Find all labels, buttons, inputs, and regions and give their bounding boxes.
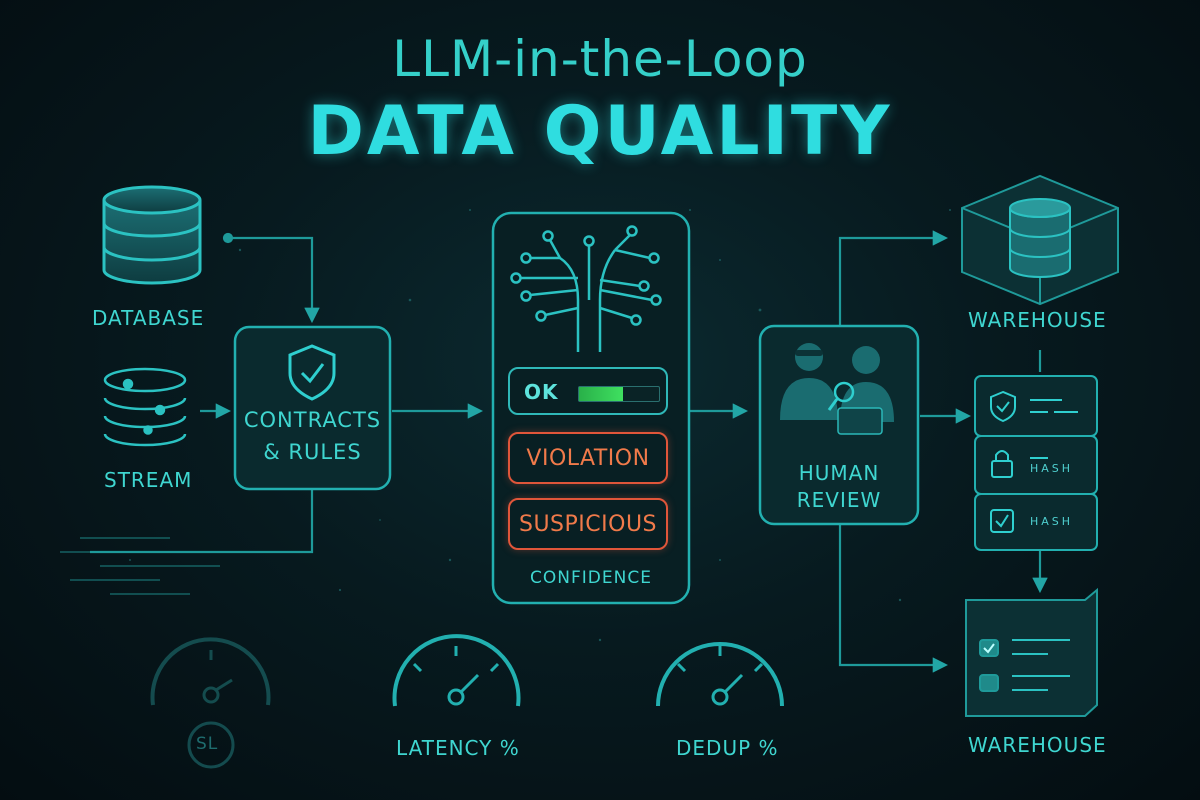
- dedup-gauge-label: DEDUP %: [676, 736, 779, 760]
- database-label: DATABASE: [92, 306, 205, 330]
- speed-lines: [60, 537, 220, 595]
- latency-gauge-label: LATENCY %: [396, 736, 520, 760]
- shield-check-icon: [288, 344, 336, 401]
- stream-label: STREAM: [104, 468, 193, 492]
- reviewers-icon: [780, 343, 894, 435]
- suspicious-status-pill: SUSPICIOUS: [508, 498, 668, 550]
- human-review-label-line-1: HUMAN: [798, 461, 880, 485]
- sla-gauge-icon: [150, 637, 271, 769]
- ok-status-pill: OK: [508, 367, 668, 415]
- contracts-label: CONTRACTS & RULES: [235, 404, 390, 468]
- latency-gauge-icon: [392, 634, 521, 707]
- neural-tree-icon: [510, 225, 662, 352]
- lock-icon: [991, 450, 1048, 478]
- contracts-label-line-2: & RULES: [263, 440, 362, 464]
- title-line-1: LLM-in-the-Loop: [392, 30, 808, 88]
- contracts-rules-box: [233, 325, 392, 491]
- ledger-shield-icon: [990, 390, 1078, 423]
- violation-status-pill: VIOLATION: [508, 432, 668, 484]
- stream-icon: [103, 367, 187, 447]
- violation-label: VIOLATION: [526, 446, 650, 471]
- suspicious-label: SUSPICIOUS: [518, 512, 658, 537]
- ok-label: OK: [524, 380, 559, 404]
- database-icon: [102, 185, 202, 285]
- human-review-label: HUMAN REVIEW: [760, 460, 918, 514]
- contracts-label-line-1: CONTRACTS: [243, 408, 382, 432]
- ok-confidence-bar: [578, 386, 660, 402]
- human-review-label-line-2: REVIEW: [796, 488, 882, 512]
- warehouse-top-label: WAREHOUSE: [968, 308, 1107, 332]
- warehouse-checklist-icon: [965, 587, 1098, 717]
- flow-connectors: [90, 230, 1048, 673]
- dedup-gauge-icon: [656, 642, 784, 707]
- sla-gauge-label: SL: [196, 734, 219, 754]
- hash-ledger-stack: [974, 375, 1098, 551]
- title-line-2: DATA QUALITY: [307, 92, 893, 171]
- confidence-label: CONFIDENCE: [530, 568, 652, 588]
- checkbox-icon: [990, 509, 1014, 533]
- warehouse-cube-icon: [961, 174, 1119, 306]
- warehouse-bottom-label: WAREHOUSE: [968, 733, 1107, 757]
- hash-label-1: HASH: [1030, 462, 1074, 475]
- ok-confidence-fill: [579, 387, 623, 401]
- hash-label-2: HASH: [1030, 515, 1074, 528]
